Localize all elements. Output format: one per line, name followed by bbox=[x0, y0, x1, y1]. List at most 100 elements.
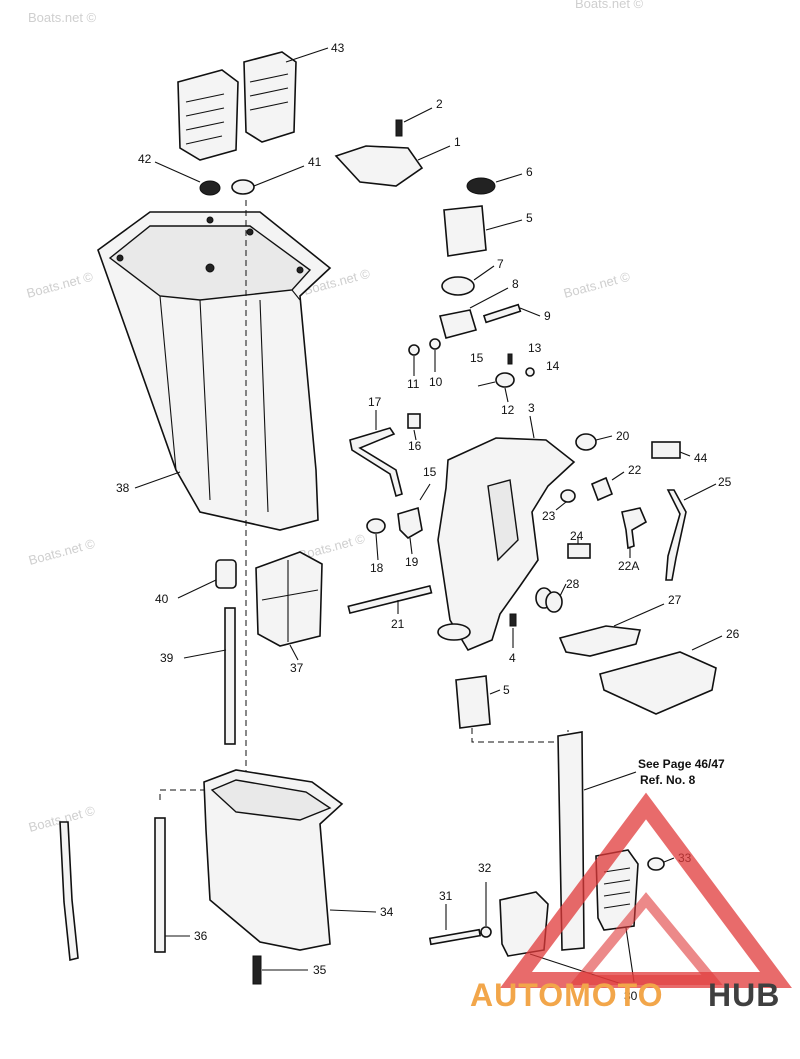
label-32: 32 bbox=[478, 861, 492, 875]
label-21: 21 bbox=[391, 617, 405, 631]
part-21-pin bbox=[347, 584, 433, 615]
part-33-nut bbox=[647, 857, 665, 871]
part-16-bushing bbox=[407, 413, 421, 429]
label-4: 4 bbox=[509, 651, 516, 665]
part-7-bushing-ring bbox=[441, 276, 475, 296]
label-20: 20 bbox=[616, 429, 630, 443]
logo-text-automoto: AUTOMOTO bbox=[470, 977, 663, 1013]
label-18: 18 bbox=[370, 561, 384, 575]
label-22: 22 bbox=[628, 463, 642, 477]
watermark: Boats.net © bbox=[562, 269, 632, 301]
part-39-water-tube bbox=[224, 607, 236, 745]
part-17-lever bbox=[349, 427, 403, 498]
label-12: 12 bbox=[501, 403, 515, 417]
bent-water-tube bbox=[59, 821, 79, 961]
label-36: 36 bbox=[194, 929, 208, 943]
label-8: 8 bbox=[512, 277, 519, 291]
label-30: 30 bbox=[624, 989, 638, 1003]
label-5-top: 5 bbox=[526, 211, 533, 225]
part-2-screw bbox=[395, 119, 403, 137]
part-36-tube bbox=[154, 817, 166, 953]
part-12-knob bbox=[495, 372, 515, 388]
label-11: 11 bbox=[407, 377, 420, 391]
part-23-washer bbox=[560, 489, 576, 503]
label-37: 37 bbox=[290, 661, 304, 675]
part-43-cowl-pieces bbox=[177, 51, 297, 161]
watermark: Boats.net © bbox=[25, 269, 95, 301]
label-13: 13 bbox=[528, 341, 542, 355]
part-42-nut bbox=[199, 180, 221, 196]
label-27: 27 bbox=[668, 593, 682, 607]
watermark: Boats.net © bbox=[575, 0, 644, 11]
label-24: 24 bbox=[570, 529, 584, 543]
part-5-bushing-lower bbox=[455, 675, 491, 729]
part-22-screw bbox=[590, 476, 614, 502]
part-34-lower-housing bbox=[203, 769, 344, 951]
part-9-bolt bbox=[482, 303, 522, 324]
part-25-spring-rod bbox=[665, 489, 687, 581]
part-44-decal bbox=[651, 441, 681, 459]
label-22a: 22A bbox=[618, 559, 639, 573]
logo-text-hub: HUB bbox=[708, 977, 780, 1013]
label-19: 19 bbox=[405, 555, 419, 569]
part-5-bushing-top bbox=[443, 205, 487, 257]
label-15-upper: 15 bbox=[470, 351, 484, 365]
label-25: 25 bbox=[718, 475, 732, 489]
part-13-pin bbox=[507, 353, 513, 365]
label-41: 41 bbox=[308, 155, 322, 169]
part-22a-screw bbox=[621, 507, 648, 550]
see-page-note-line1: See Page 46/47 bbox=[638, 757, 725, 771]
part-8-clamp bbox=[439, 309, 478, 339]
automotohub-logo: AUTOMOTO HUB bbox=[470, 792, 792, 1013]
label-39: 39 bbox=[160, 651, 174, 665]
label-14: 14 bbox=[546, 359, 560, 373]
label-7: 7 bbox=[497, 257, 504, 271]
part-35-bolt bbox=[252, 955, 262, 985]
part-27-bracket bbox=[558, 625, 642, 657]
see-page-note-line2: Ref. No. 8 bbox=[640, 773, 696, 787]
watermark: Boats.net © bbox=[27, 536, 97, 568]
watermark: Boats.net © bbox=[28, 10, 97, 25]
label-1: 1 bbox=[454, 135, 461, 149]
part-32-washer bbox=[480, 926, 492, 938]
label-38: 38 bbox=[116, 481, 130, 495]
part-19-latch bbox=[397, 506, 423, 539]
label-35: 35 bbox=[313, 963, 327, 977]
label-9: 9 bbox=[544, 309, 551, 323]
label-34: 34 bbox=[380, 905, 394, 919]
part-24-plate bbox=[567, 543, 591, 559]
part-38-driveshaft-housing bbox=[97, 211, 332, 531]
label-43: 43 bbox=[331, 41, 345, 55]
label-44: 44 bbox=[694, 451, 708, 465]
label-5-lower: 5 bbox=[503, 683, 510, 697]
part-26-tilt-lever bbox=[599, 651, 717, 715]
part-6-seal bbox=[466, 177, 496, 195]
label-16: 16 bbox=[408, 439, 422, 453]
part-1-cover-plate bbox=[334, 145, 424, 187]
part-3-swivel-bracket bbox=[437, 437, 576, 652]
label-6: 6 bbox=[526, 165, 533, 179]
part-41-washer bbox=[231, 179, 255, 195]
label-28: 28 bbox=[566, 577, 580, 591]
alignment-line bbox=[471, 728, 569, 743]
label-26: 26 bbox=[726, 627, 740, 641]
label-42: 42 bbox=[138, 152, 152, 166]
part-28-spring bbox=[535, 587, 563, 613]
part-40-bushing bbox=[215, 559, 237, 589]
label-2: 2 bbox=[436, 97, 443, 111]
label-40: 40 bbox=[155, 592, 169, 606]
part-18-washer bbox=[366, 518, 386, 534]
part-4-screw bbox=[509, 613, 517, 627]
alignment-line bbox=[159, 200, 247, 800]
label-23: 23 bbox=[542, 509, 556, 523]
part-10-washer bbox=[429, 338, 441, 350]
part-37-mount-block bbox=[255, 551, 323, 647]
label-15-lower: 15 bbox=[423, 465, 437, 479]
label-31: 31 bbox=[439, 889, 453, 903]
label-3: 3 bbox=[528, 401, 535, 415]
part-31-bolt bbox=[428, 928, 482, 946]
logo-triangle-inner bbox=[569, 892, 723, 985]
part-20-washer bbox=[575, 433, 597, 451]
part-11-washer bbox=[408, 344, 420, 356]
